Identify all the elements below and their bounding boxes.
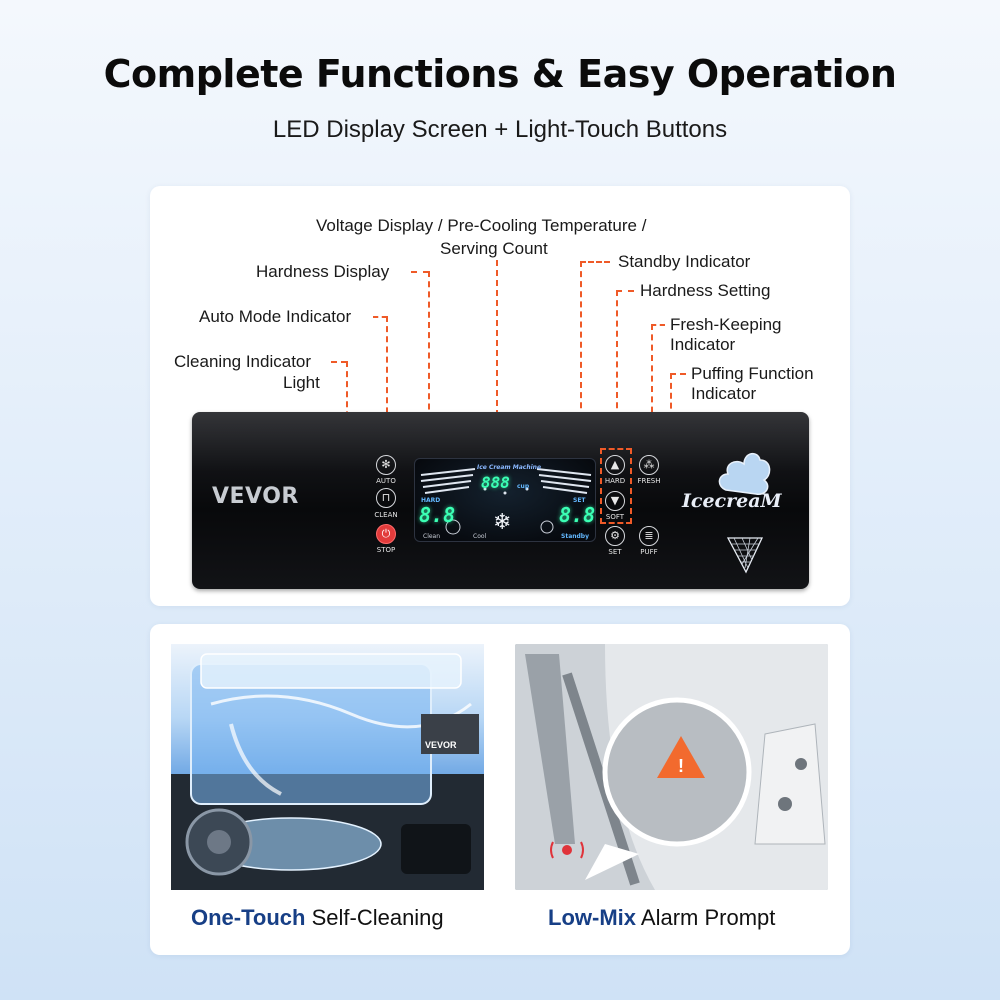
low-mix-alarm-photo: ! bbox=[515, 644, 828, 890]
leader-voltage bbox=[496, 260, 498, 456]
leader-hardness-display-v bbox=[428, 271, 430, 491]
arrow-down-icon: ▼ bbox=[610, 494, 620, 507]
auto-button-label: AUTO bbox=[376, 477, 396, 485]
display-clean: Clean bbox=[423, 533, 441, 540]
callout-hardness-setting: Hardness Setting bbox=[640, 281, 771, 300]
self-cleaning-illustration: VEVOR bbox=[171, 653, 484, 890]
fresh-button[interactable]: ⁂ bbox=[639, 455, 659, 475]
callout-serving-count: Serving Count bbox=[440, 239, 548, 258]
display-standby: Standby bbox=[561, 533, 590, 540]
display-decoration bbox=[420, 468, 592, 535]
callout-hardness-display: Hardness Display bbox=[256, 262, 390, 281]
stop-button[interactable]: ⏻ bbox=[376, 524, 396, 544]
callout-voltage-display: Voltage Display / Pre-Cooling Temperatur… bbox=[316, 216, 647, 235]
self-cleaning-photo: VEVOR bbox=[171, 644, 484, 890]
puff-button[interactable]: ≣ bbox=[639, 526, 659, 546]
display-left-digits: 8.8 bbox=[419, 503, 456, 527]
feature-rest-alarm-prompt: Alarm Prompt bbox=[636, 905, 776, 930]
display-machine-name: Ice Cream Machine bbox=[477, 464, 542, 471]
faucet-icon: ⊓ bbox=[381, 491, 391, 504]
callout-cleaning-indicator: Cleaning Indicator bbox=[174, 352, 312, 371]
leader-cleaning-h1 bbox=[331, 361, 347, 363]
leader-hardness-setting-v bbox=[616, 290, 618, 449]
feature-caption-self-cleaning: One-Touch Self-Cleaning bbox=[191, 905, 444, 931]
leader-puff-h bbox=[670, 373, 686, 375]
settings-icon: ⚙ bbox=[610, 529, 620, 542]
soft-button[interactable]: ▼ bbox=[605, 491, 625, 511]
callout-puffing-indicator: Indicator bbox=[691, 384, 757, 403]
hardness-buttons-highlight bbox=[600, 448, 632, 524]
machine-control-panel: VEVOR ✻ AUTO ⊓ CLEAN ⏻ STOP Ice Cream Ma… bbox=[192, 412, 809, 589]
leader-standby-v bbox=[580, 261, 582, 499]
set-button-label: SET bbox=[608, 548, 622, 556]
fresh-button-label: FRESH bbox=[637, 477, 661, 485]
callout-fresh-keeping: Fresh-Keeping bbox=[670, 315, 782, 334]
callout-standby: Standby Indicator bbox=[618, 252, 751, 271]
low-mix-alarm-illustration: ! bbox=[515, 644, 828, 890]
soft-button-label: SOFT bbox=[605, 513, 625, 521]
leader-hardness-display-h bbox=[411, 271, 429, 273]
ice-cream-cone-icon bbox=[718, 452, 771, 574]
puff-button-label: PUFF bbox=[640, 548, 658, 556]
display-right-digits: 8.8 bbox=[559, 503, 596, 527]
page-title: Complete Functions & Easy Operation bbox=[103, 52, 897, 96]
display-snowflake-icon: ❄ bbox=[493, 509, 512, 534]
icecream-script-logo: IcecreaM bbox=[682, 490, 782, 512]
auto-button[interactable]: ✻ bbox=[376, 455, 396, 475]
fresh-dots-icon: ⁂ bbox=[643, 458, 655, 471]
puff-icon: ≣ bbox=[644, 529, 654, 542]
photo-panel-brand: VEVOR bbox=[425, 740, 457, 750]
arrow-up-icon: ▲ bbox=[610, 458, 620, 471]
display-set-label: SET bbox=[573, 497, 586, 504]
leader-fresh-v bbox=[651, 324, 653, 454]
feature-highlight-low-mix: Low-Mix bbox=[548, 905, 636, 930]
display-unit: cup bbox=[517, 483, 530, 490]
hard-button[interactable]: ▲ bbox=[605, 455, 625, 475]
leader-hardness-setting-h bbox=[616, 290, 634, 292]
callout-cleaning-light: Light bbox=[283, 373, 320, 392]
feature-rest-self-cleaning: Self-Cleaning bbox=[305, 905, 444, 930]
hard-button-label: HARD bbox=[604, 477, 626, 485]
set-button[interactable]: ⚙ bbox=[605, 526, 625, 546]
leader-fresh-h bbox=[651, 324, 665, 326]
leader-standby-h bbox=[580, 261, 610, 263]
snowflake-icon: ✻ bbox=[381, 458, 391, 471]
clean-button-label: CLEAN bbox=[374, 511, 398, 519]
display-hard-label: HARD bbox=[421, 497, 441, 504]
callout-puffing-function: Puffing Function bbox=[691, 364, 814, 383]
feature-caption-low-mix: Low-Mix Alarm Prompt bbox=[548, 905, 775, 931]
display-center-digits: 888 bbox=[481, 473, 510, 492]
display-cool: Cool bbox=[473, 533, 487, 540]
page-subtitle: LED Display Screen + Light-Touch Buttons bbox=[272, 116, 728, 143]
power-icon: ⏻ bbox=[381, 527, 391, 540]
leader-auto-h bbox=[373, 316, 387, 318]
clean-button[interactable]: ⊓ bbox=[376, 488, 396, 508]
panel-brand-logo: VEVOR bbox=[212, 484, 299, 509]
callout-auto-mode: Auto Mode Indicator bbox=[199, 307, 352, 326]
leader-auto-v bbox=[386, 316, 388, 454]
callout-fresh-indicator: Indicator bbox=[670, 335, 736, 354]
svg-text:!: ! bbox=[678, 756, 684, 776]
led-display-screen: Ice Cream Machine 888 cup HARD SET 8.8 8… bbox=[414, 458, 596, 542]
feature-highlight-one-touch: One-Touch bbox=[191, 905, 306, 930]
stop-button-label: STOP bbox=[376, 546, 396, 554]
